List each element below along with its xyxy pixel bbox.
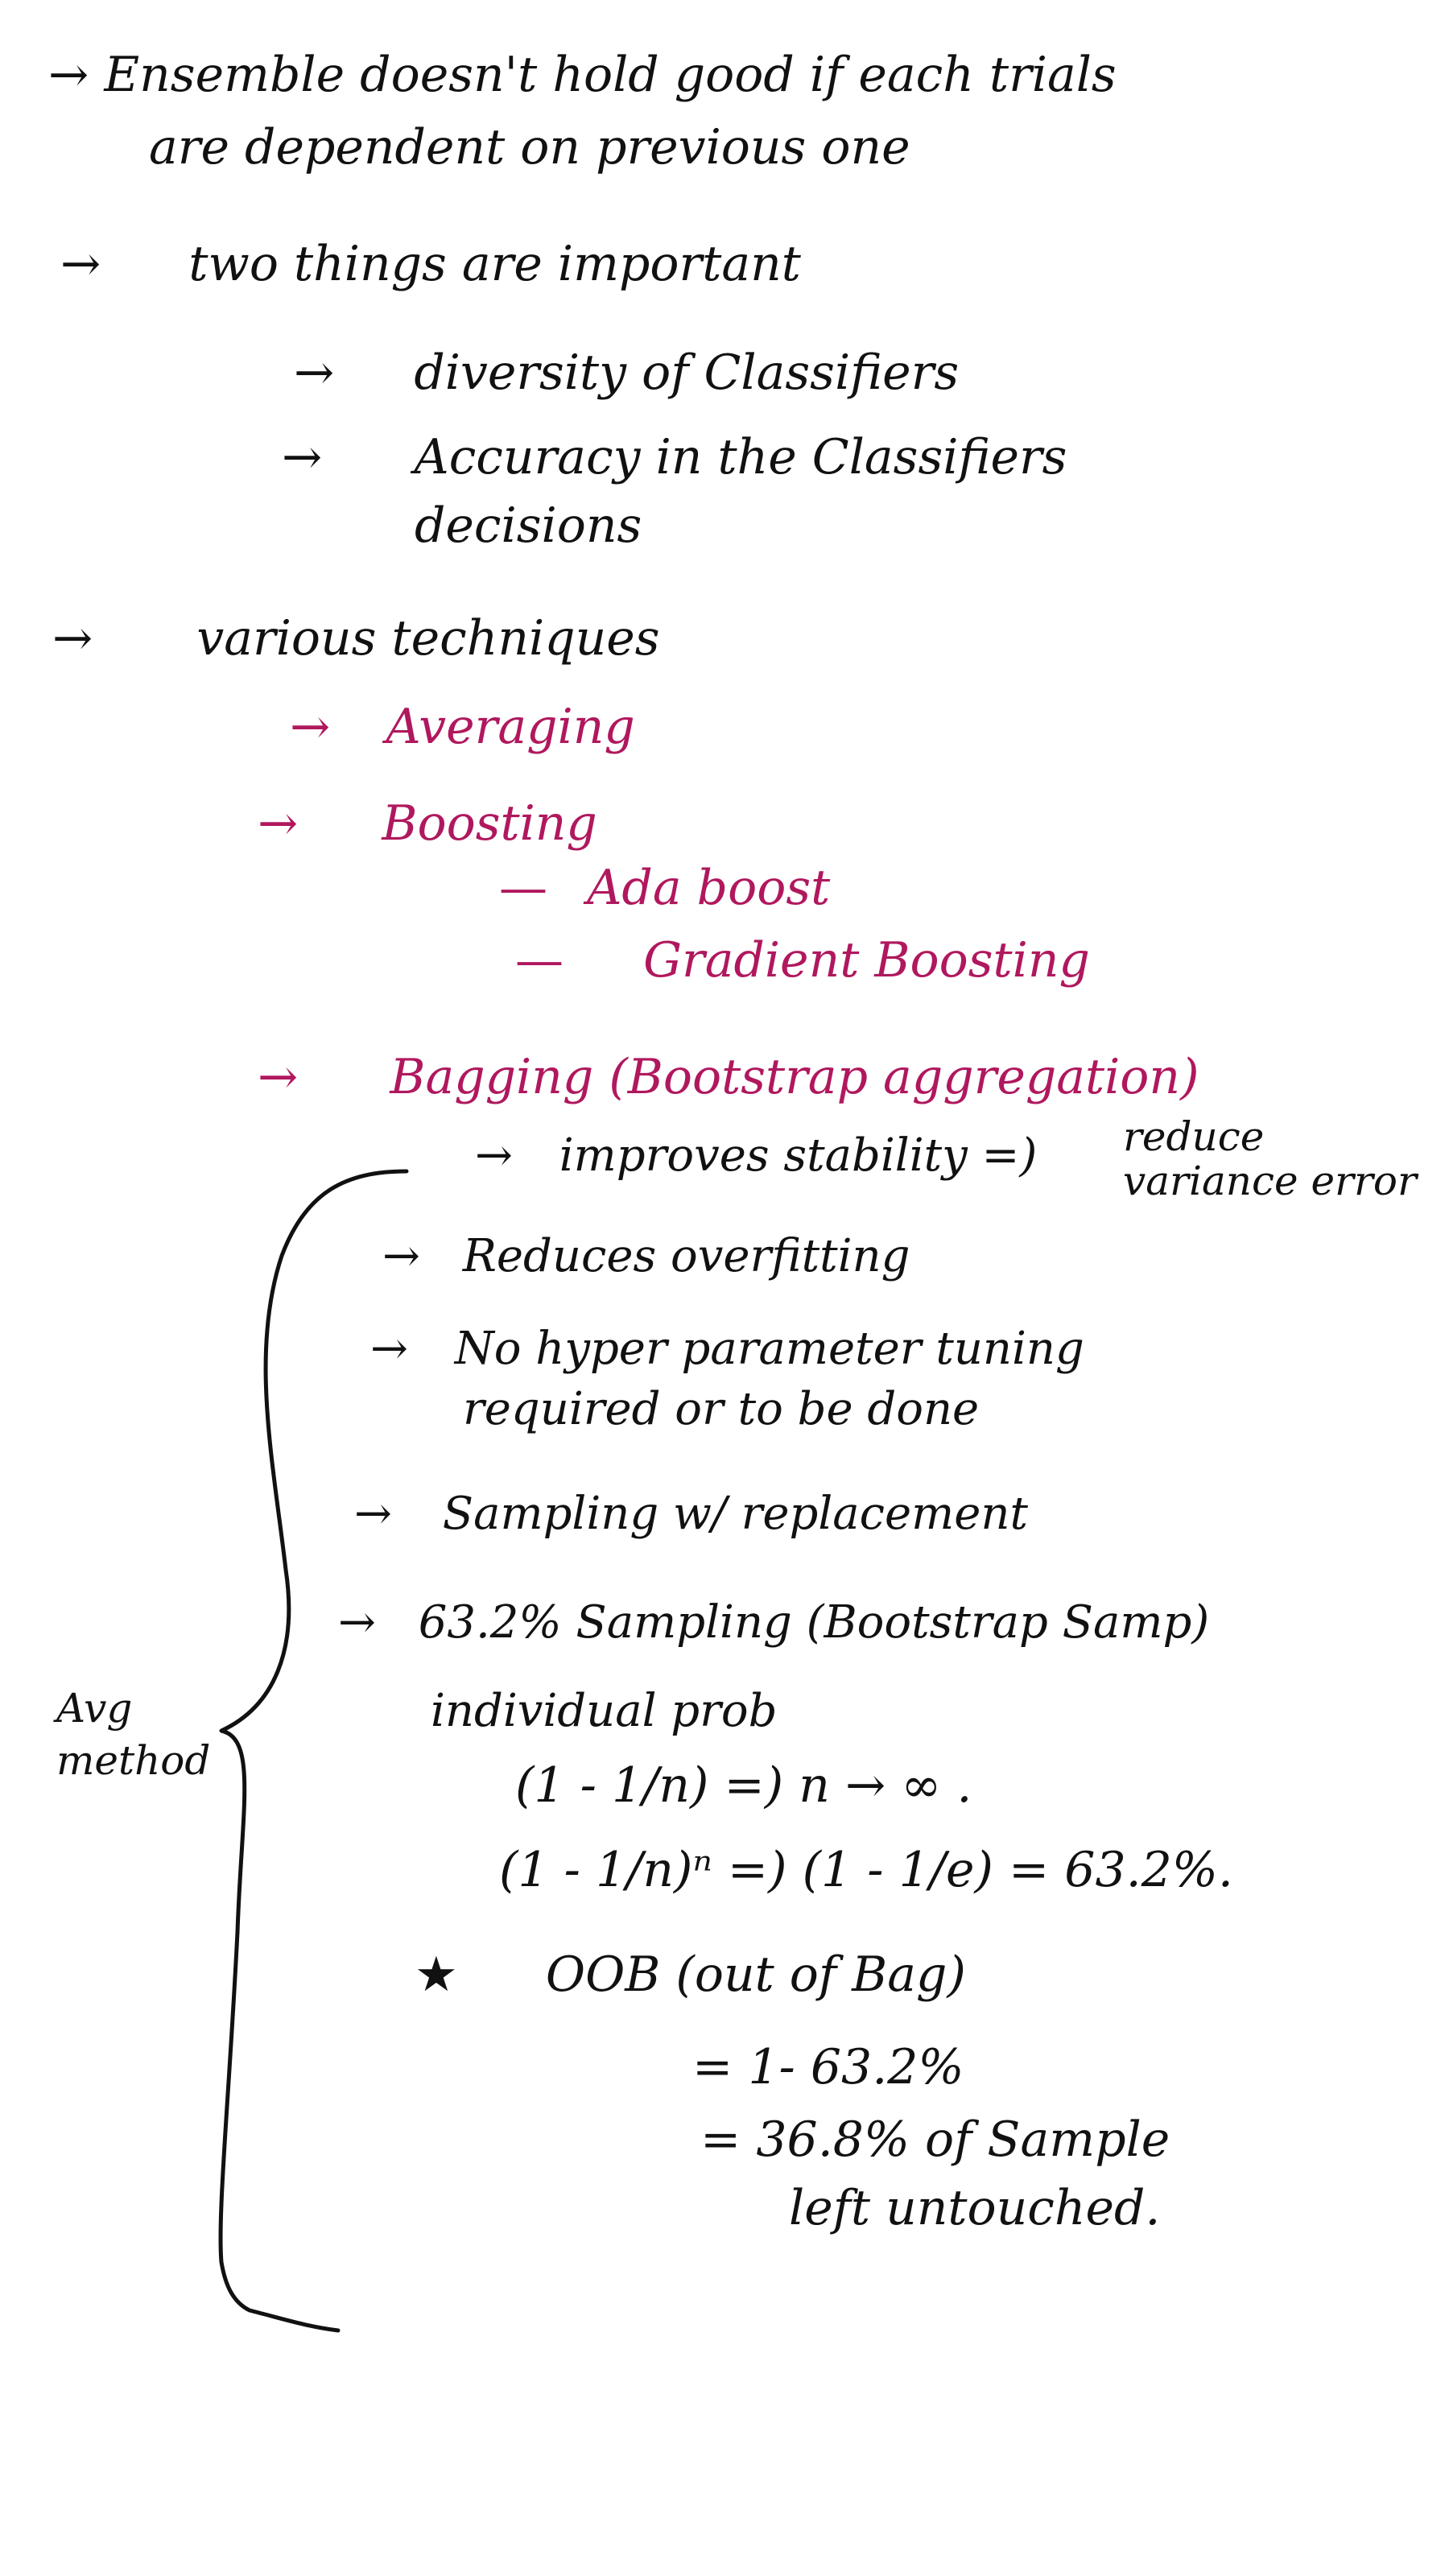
arrow-icon: → [354,1488,392,1540]
note-various: → various techniques [52,612,660,665]
gradient-boosting-text: Gradient Boosting [643,932,1090,989]
accuracy-text-line1: Accuracy in the Classifiers [414,429,1067,485]
formula-1: (1 - 1/n) =) n → ∞ . [515,1757,972,1814]
arrow-icon: → [290,699,331,755]
arrow-icon: → [48,47,89,103]
oob-eq-1: = 1- 63.2% [692,2039,964,2095]
oob-text: OOB (out of Bag) [545,1946,966,2003]
arrow-icon: → [282,429,323,485]
note-gradient-boosting: — Gradient Boosting [515,934,1090,987]
arrow-icon: → [258,795,299,852]
reduce-text-line1: reduce [1123,1113,1265,1160]
note-ada-boost: — Ada boost [499,861,830,914]
note-two-things: → two things are important [60,237,801,291]
avg-method-line2: method [56,1737,211,1784]
reduce-text-line2: variance error [1123,1158,1417,1204]
arrow-icon: → [60,236,101,292]
ensemble-text-line2: are dependent on previous one [149,119,910,175]
arrow-icon: → [370,1323,408,1375]
arrow-icon: → [294,345,335,401]
two-things-text: two things are important [188,236,801,292]
note-accuracy: → Accuracy in the Classifiers [282,431,1067,484]
improves-text: improves stability =) [559,1129,1038,1182]
note-ensemble-line1: → Ensemble doesn't hold good if each tri… [48,48,1117,101]
arrow-icon: → [52,610,93,667]
dash-icon: — [499,860,547,916]
oob-eq-3: left untouched. [789,2180,1161,2236]
bagging-text: Bagging (Bootstrap aggregation) [390,1049,1199,1105]
avg-method-line1: Avg [56,1685,133,1732]
diversity-text: diversity of Classifiers [414,345,960,401]
note-oob: ★ OOB (out of Bag) [415,1948,966,2001]
note-improves: → improves stability =) [475,1131,1037,1181]
note-diversity: → diversity of Classifiers [294,346,959,399]
individual-prob-text: individual prob [431,1685,778,1737]
no-hyper-text-line1: No hyper parameter tuning [454,1323,1084,1375]
sampling-632-text: 63.2% Sampling (Bootstrap Samp) [418,1596,1210,1649]
accuracy-text-line2: decisions [415,497,642,554]
arrow-icon: → [258,1049,299,1105]
no-hyper-text-line2: required or to be done [463,1383,980,1435]
various-text: various techniques [196,610,660,667]
note-bagging: → Bagging (Bootstrap aggregation) [258,1051,1199,1104]
arrow-icon: → [338,1596,376,1649]
note-reduces-overfitting: → Reduces overfitting [382,1232,910,1282]
star-icon: ★ [415,1946,458,2003]
arrow-icon: → [382,1230,420,1282]
averaging-text: Averaging [386,699,635,755]
note-sampling-632: → 63.2% Sampling (Bootstrap Samp) [338,1598,1209,1648]
note-sampling-replacement: → Sampling w/ replacement [354,1489,1028,1539]
ada-boost-text: Ada boost [587,860,831,916]
note-boosting: → Boosting [258,797,597,850]
dash-icon: — [515,932,564,989]
ensemble-text-line1: Ensemble doesn't hold good if each trial… [104,47,1117,103]
sampling-replacement-text: Sampling w/ replacement [442,1488,1028,1540]
formula-2: (1 - 1/n)ⁿ =) (1 - 1/e) = 63.2%. [499,1842,1233,1898]
note-averaging: → Averaging [290,700,635,753]
arrow-icon: → [475,1129,513,1182]
oob-eq-2: = 36.8% of Sample [700,2112,1170,2168]
note-no-hyper: → No hyper parameter tuning [370,1324,1084,1374]
reduces-overfitting-text: Reduces overfitting [462,1230,910,1282]
boosting-text: Boosting [382,795,597,852]
